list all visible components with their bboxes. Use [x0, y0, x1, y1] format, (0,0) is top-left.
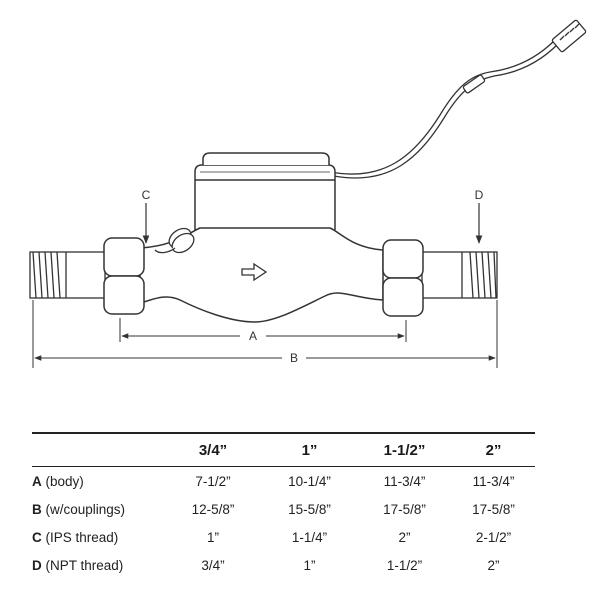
cell-value: 12-5/8” [191, 501, 235, 517]
water-meter-diagram: C D A B [29, 19, 587, 368]
row-desc: (IPS thread) [41, 529, 119, 545]
row-key: C [32, 529, 42, 545]
cell-value: 17-5/8” [472, 501, 515, 517]
dimension-a [119, 318, 407, 342]
test-plug [154, 227, 195, 254]
cell-value: 10-1/4” [288, 473, 331, 489]
dimension-b [32, 300, 498, 368]
cell-value: 2-1/2” [475, 529, 512, 545]
row-label: A (body) [32, 467, 164, 496]
table-row: B (w/couplings) 12-5/8” 15-5/8” 17-5/8” … [32, 495, 535, 523]
label-d: D [475, 188, 484, 202]
table-row: D (NPT thread) 3/4” 1” 1-1/2” 2” [32, 551, 535, 579]
cell-value: 11-3/4” [383, 473, 426, 489]
cell-value: 3/4” [201, 557, 225, 573]
row-key: B [32, 501, 42, 517]
cell-value: 1-1/4” [291, 529, 328, 545]
cell-value: 1” [206, 529, 219, 545]
label-a: A [249, 329, 257, 343]
row-desc: (w/couplings) [41, 501, 126, 517]
cable-connector [551, 19, 587, 53]
label-c: C [142, 188, 151, 202]
left-threaded-end [29, 251, 106, 299]
row-label: C (IPS thread) [32, 523, 164, 551]
cell-value: 17-5/8” [383, 501, 426, 517]
left-coupling-nut [103, 237, 145, 315]
header-size: 1-1/2” [383, 441, 426, 459]
cell-value: 7-1/2” [195, 473, 231, 489]
cell-value: 11-3/4” [472, 473, 515, 489]
row-key: A [32, 473, 42, 489]
row-label: B (w/couplings) [32, 495, 164, 523]
header-size: 1” [301, 441, 318, 459]
row-label: D (NPT thread) [32, 551, 164, 579]
sensor-cable [329, 39, 559, 179]
row-key: D [32, 557, 42, 573]
cell-value: 1-1/2” [386, 557, 423, 573]
label-b: B [290, 351, 298, 365]
row-desc: (NPT thread) [41, 557, 124, 573]
dimension-table: 3/4” 1” 1-1/2” 2” A (body) 7-1/2” 10-1/4… [32, 432, 535, 579]
cell-value: 1” [303, 557, 316, 573]
header-size: 2” [485, 441, 502, 459]
right-coupling-nut [382, 239, 424, 317]
header-size: 3/4” [198, 441, 228, 459]
flow-arrow-icon [241, 262, 268, 282]
cable-clip [462, 74, 486, 94]
table-row: C (IPS thread) 1” 1-1/4” 2” 2-1/2” [32, 523, 535, 551]
cell-value: 15-5/8” [288, 501, 331, 517]
meter-register [194, 152, 336, 230]
table-header-row: 3/4” 1” 1-1/2” 2” [32, 433, 535, 467]
header-empty [32, 433, 164, 467]
cell-value: 2” [398, 529, 411, 545]
cell-value: 2” [487, 557, 500, 573]
table-row: A (body) 7-1/2” 10-1/4” 11-3/4” 11-3/4” [32, 467, 535, 496]
right-threaded-end [421, 251, 498, 299]
row-desc: (body) [41, 473, 84, 489]
